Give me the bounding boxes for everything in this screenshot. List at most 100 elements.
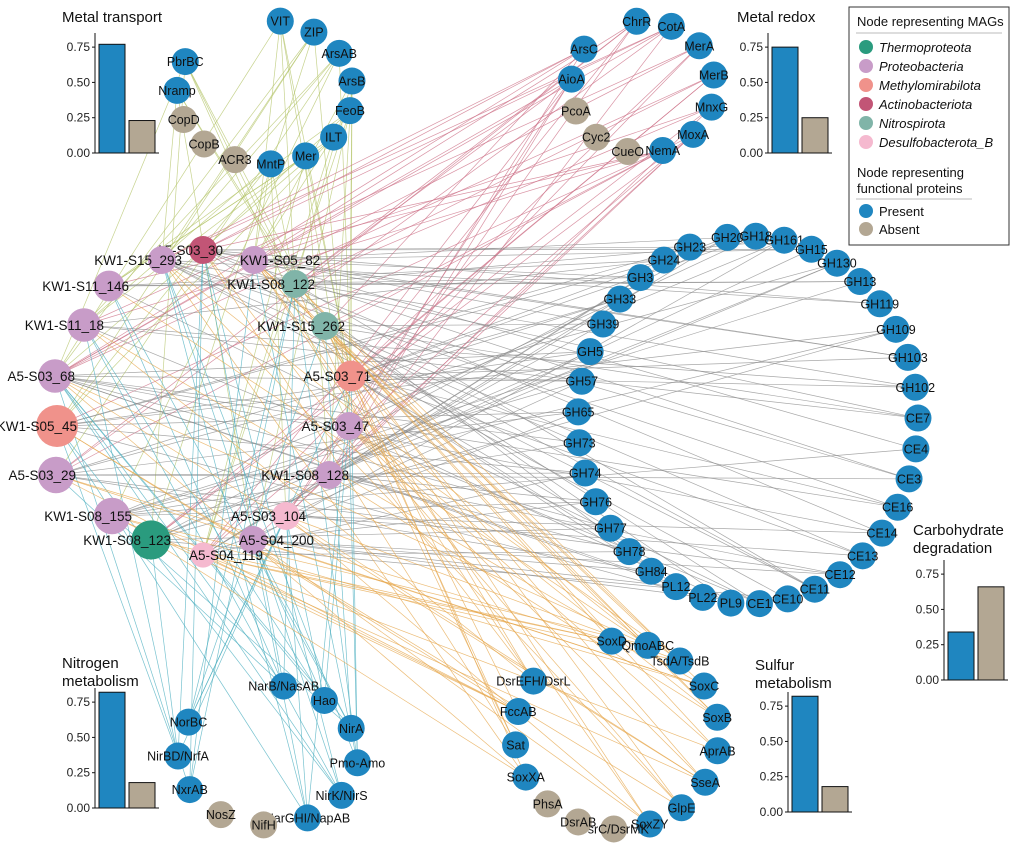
protein-node-zip: ZIP: [300, 18, 328, 46]
protein-node-nirk-nirs: NirK/NirS: [315, 781, 368, 809]
protein-node-circle: [589, 310, 617, 338]
mag-node-kw1-s11-146: KW1-S11_146: [42, 270, 129, 302]
protein-node-circle: [176, 776, 204, 804]
network-edge: [54, 375, 706, 783]
bar-chart-tick-label: 0.25: [916, 638, 940, 652]
protein-node-circle: [310, 686, 338, 714]
network-edge: [294, 283, 516, 746]
network-edge: [161, 259, 308, 819]
network-edge: [324, 325, 919, 419]
protein-node-circle: [564, 808, 592, 836]
protein-node-copb: CopB: [189, 130, 220, 158]
bar-chart-tick-label: 0.75: [916, 567, 940, 581]
mag-node-circle: [36, 405, 78, 447]
protein-node-circle: [623, 7, 651, 35]
protein-node-ce16: CE16: [882, 493, 913, 521]
network-edge: [161, 31, 315, 261]
protein-node-label: ArsAB: [321, 47, 356, 61]
network-edge: [348, 425, 358, 763]
network-edge: [54, 48, 585, 377]
network-edge: [324, 48, 585, 327]
network-edge: [56, 425, 586, 474]
protein-node-pmo-amo: Pmo-Amo: [330, 749, 385, 777]
protein-node-acr3: ACR3: [218, 146, 252, 174]
bar-present: [98, 43, 126, 154]
mag-node-circle: [281, 270, 309, 298]
protein-node-label: GH77: [594, 522, 627, 536]
protein-node-hao: Hao: [310, 686, 338, 714]
protein-node-circle: [703, 703, 731, 731]
legend-item-absent: Absent: [859, 222, 920, 237]
network-edge: [328, 474, 718, 718]
protein-node-circle: [337, 714, 365, 742]
network-edge: [253, 106, 712, 261]
protein-node-circle: [866, 290, 894, 318]
protein-node-label: FccAB: [500, 705, 537, 719]
protein-node-circle: [882, 315, 910, 343]
protein-node-circle: [657, 12, 685, 40]
protein-node-gh119: GH119: [860, 290, 899, 318]
network-edge: [202, 249, 534, 682]
protein-node-nxrab: NxrAB: [172, 776, 208, 804]
network-edge: [324, 325, 815, 590]
network-edge: [328, 26, 672, 476]
network-edge: [56, 425, 703, 598]
protein-nodes: VITZIPArsABArsBFeoBILTMerMntPACR3CopBCop…: [147, 7, 935, 843]
bar-chart-tick-label: 0.50: [67, 730, 91, 744]
protein-node-label: NirA: [339, 722, 364, 736]
network-edge: [150, 134, 694, 541]
protein-node-ce11: CE11: [800, 575, 830, 603]
mag-node-circle: [38, 359, 72, 393]
network-edge: [328, 474, 596, 503]
protein-node-ce3: CE3: [895, 465, 923, 493]
protein-node-nosz: NosZ: [206, 801, 236, 829]
network-edge: [55, 474, 284, 687]
protein-node-label: MntP: [256, 157, 285, 171]
network-edge: [350, 81, 353, 377]
network-edge: [285, 515, 706, 783]
protein-node-soxzy: SoxZY: [631, 810, 669, 838]
protein-node-label: ArsB: [338, 75, 365, 89]
protein-node-soxb: SoxB: [702, 703, 732, 731]
protein-node-gh73: GH73: [563, 429, 596, 457]
protein-node-gh77: GH77: [594, 514, 627, 542]
protein-node-nirbd-nrfa: NirBD/NrfA: [147, 742, 210, 770]
network-edge: [202, 246, 690, 251]
protein-node-circle: [615, 538, 643, 566]
network-edge: [285, 515, 308, 818]
network-edge: [54, 375, 191, 790]
network-edge: [161, 259, 898, 508]
network-edge: [279, 21, 350, 427]
network-edge: [202, 26, 672, 251]
protein-node-circle: [266, 7, 294, 35]
protein-node-circle: [717, 589, 745, 617]
protein-node-label: GH102: [895, 381, 935, 395]
protein-node-nramp: Nramp: [158, 76, 196, 104]
network-edge: [270, 163, 296, 285]
protein-node-label: CE10: [772, 592, 803, 606]
protein-node-ce10: CE10: [772, 585, 803, 613]
protein-node-label: GH33: [604, 293, 637, 307]
protein-node-ilt: ILT: [320, 123, 348, 151]
protein-node-label: SseA: [690, 776, 721, 790]
bar-chart-tick-label: 0.50: [67, 75, 91, 89]
protein-node-circle: [502, 731, 530, 759]
protein-node-circle: [846, 268, 874, 296]
protein-node-label: GH73: [563, 436, 596, 450]
network-edge: [202, 249, 908, 358]
bar-chart-tick-label: 0.00: [67, 801, 91, 815]
network-edge: [56, 425, 682, 809]
network-edge: [83, 53, 340, 326]
bar-chart-title: Nitrogen: [62, 655, 119, 672]
protein-node-circle: [868, 519, 896, 547]
network-edge: [83, 324, 325, 701]
protein-node-circle: [597, 514, 625, 542]
network-edge: [202, 136, 334, 556]
network-edge: [285, 515, 325, 701]
network-edge: [307, 375, 352, 818]
protein-node-circle: [626, 264, 654, 292]
protein-node-sat: Sat: [502, 731, 530, 759]
protein-node-label: GH103: [888, 351, 928, 365]
